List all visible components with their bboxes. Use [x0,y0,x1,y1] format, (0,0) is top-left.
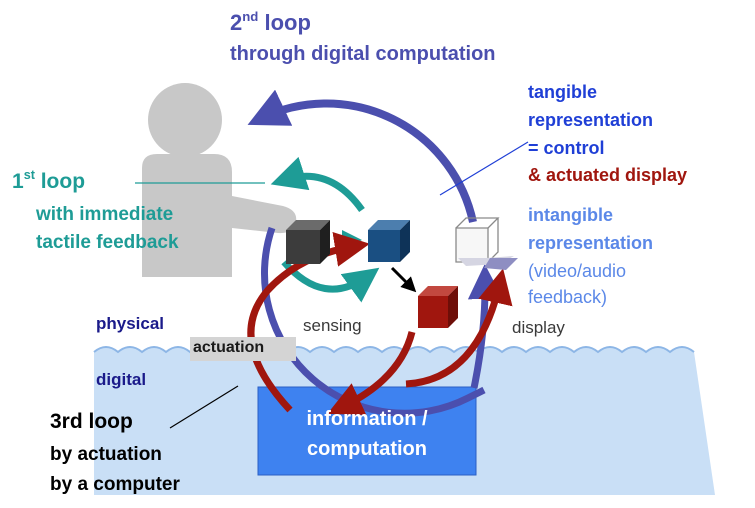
loop1-top-arrow [270,156,365,213]
sensing-label: sensing [303,316,362,335]
physical-layer-label: physical [96,314,165,333]
loop2-lower-arc [261,226,486,417]
loop3-line2: by actuation [50,444,162,465]
actuation-label: actuation [193,339,265,356]
actuation-label-bg [190,337,296,361]
loop2-arrow [247,89,477,223]
info-box [257,386,477,476]
tangible-line1: tangible [528,82,598,102]
tangible-pointer-line [439,141,529,196]
dark-gray-cube [286,220,330,264]
loop1-title: 1st loop [12,168,86,193]
info-box-line2: computation [307,438,427,460]
blue-to-red-cube-arrow [390,266,417,293]
loop3-title: 3rd loop [50,410,133,433]
display-cube [455,217,518,270]
person-icon [142,83,297,277]
loop2-subtitle: through digital computation [230,43,496,65]
info-box-line1: information / [306,408,428,430]
blue-cube [368,220,410,262]
intangible-line4: feedback) [528,287,608,307]
loop3-down-arrow [327,331,416,415]
intangible-line3: (video/audio [528,261,627,281]
loop1-subtitle-line1: with immediate [36,204,174,225]
loop3-pointer-line [169,385,239,429]
display-label: display [512,318,565,337]
intangible-line2: representation [528,233,654,253]
intangible-line1: intangible [528,205,613,225]
loop1-subtitle-line2: tactile feedback [36,232,179,253]
red-cube [418,286,458,328]
tangible-line4: & actuated display [528,165,688,185]
loop2-title: 2nd loop [230,8,311,35]
tangible-line2: representation [528,110,654,130]
loop3-line3: by a computer [50,474,180,495]
tangible-line3: = control [528,138,605,158]
loop3-display-arrow [405,268,513,388]
digital-layer-label: digital [96,370,147,389]
